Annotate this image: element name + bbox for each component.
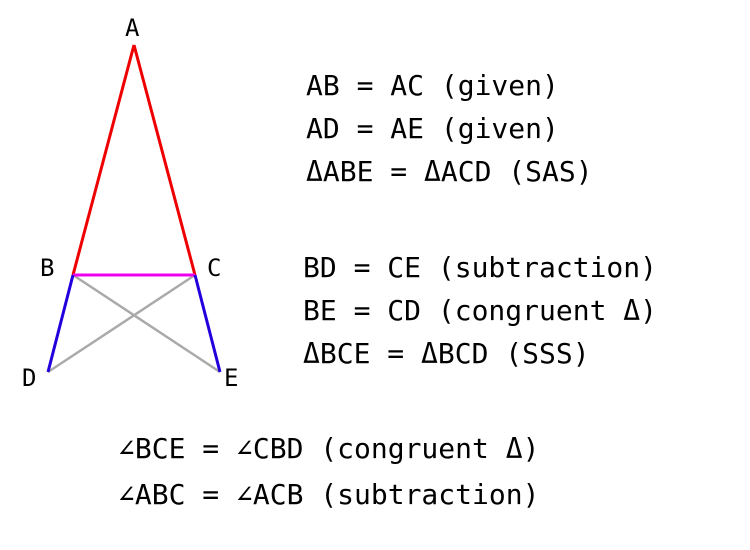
statement-AB-AC: AB = AC (given) bbox=[306, 69, 559, 102]
segment-BD bbox=[46, 274, 75, 373]
point-label-B: B bbox=[40, 254, 54, 282]
statement-angle-ABC-ACB: ∠ABC = ∠ACB (subtraction) bbox=[118, 478, 540, 511]
segment-AC bbox=[132, 44, 197, 276]
statement-BD-CE: BD = CE (subtraction) bbox=[303, 251, 658, 284]
segment-CE bbox=[193, 274, 222, 373]
point-label-D: D bbox=[22, 364, 36, 392]
statement-AD-AE: AD = AE (given) bbox=[306, 112, 559, 145]
segment-BE bbox=[72, 273, 221, 374]
statement-angle-BCE-CBD: ∠BCE = ∠CBD (congruent Δ) bbox=[118, 432, 540, 465]
segment-AB bbox=[71, 44, 136, 276]
segment-CD bbox=[47, 273, 196, 374]
statement-BE-CD: BE = CD (congruent Δ) bbox=[303, 294, 658, 327]
statement-BCE-BCD: ΔBCE = ΔBCD (SSS) bbox=[303, 337, 590, 370]
point-label-A: A bbox=[125, 14, 140, 42]
point-label-E: E bbox=[224, 364, 238, 392]
point-label-C: C bbox=[207, 254, 221, 282]
statement-ABE-ACD: ΔABE = ΔACD (SAS) bbox=[306, 155, 593, 188]
